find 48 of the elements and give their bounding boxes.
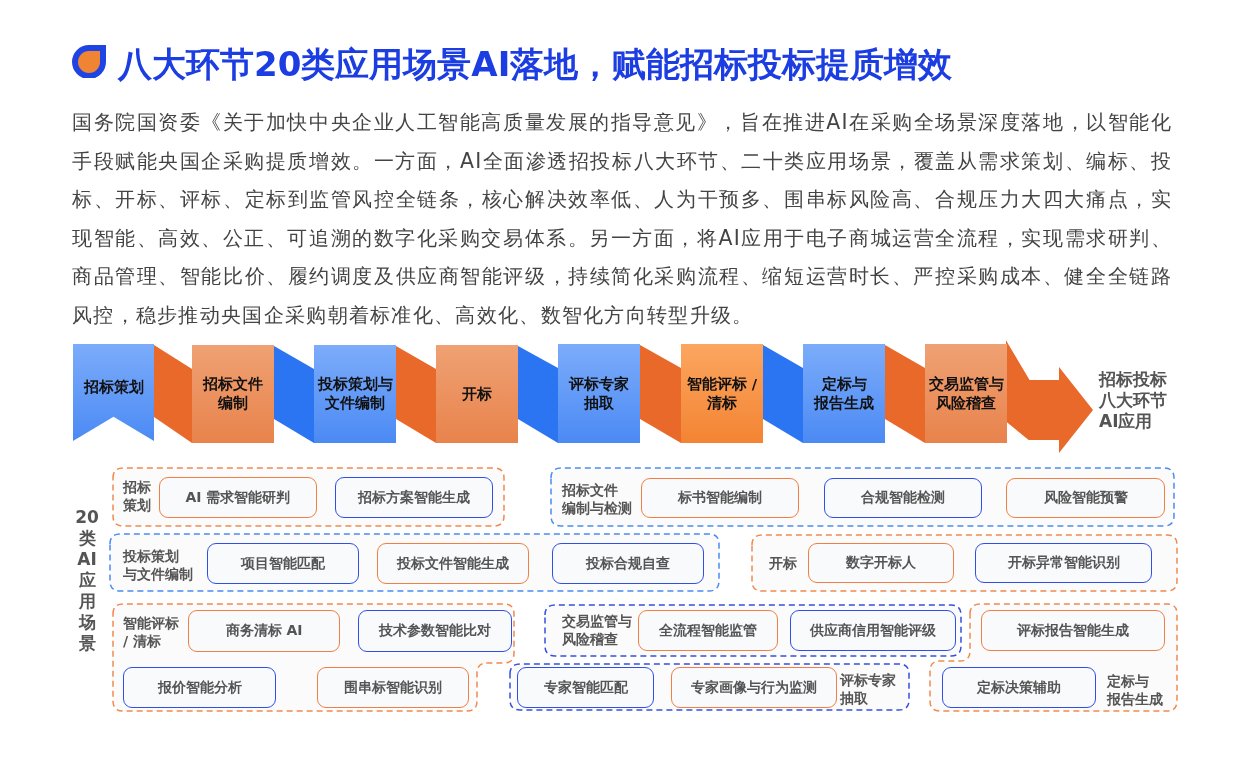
group-heading: 交易监管与风险稽查	[562, 612, 632, 648]
intro-paragraph: 国务院国资委《关于加快中央企业人工智能高质量发展的指导意见》，旨在推进AI在采购全场景深度落地，以智能化手段赋能央国企采购提质增效。一方面，AI全面渗透招投标八大环节、二十类应用场景，覆盖从需求策划、编标、投标、开标、评标、定标到监管风控全链条，核心解决效率低、人为干预多、围串标风险高、合规压力大四大痛点，实现智能、高效、公正、可追溯的数字化采购交易体系。另一方面，将AI应用于电子商城运营全流程，实现需求研判、商品管理、智能比价、履约调度及供应商智能评级，持续简化采购流程、缩短运营时长、严控采购成本、健全全链路风控，稳步推动央国企采购朝着标准化、高效化、数智化方向转型升级。	[72, 109, 1172, 329]
scenario-box: 投标合规自查	[552, 543, 704, 584]
ribbon-fold	[763, 345, 803, 443]
stage-box: 交易监管与风险稽查	[925, 344, 1007, 443]
group-heading: 评标专家抽取	[840, 671, 896, 707]
group-heading: 定标与报告生成	[1107, 672, 1163, 708]
stage-box: 招标文件编制	[192, 345, 274, 443]
stage-box: 智能评标 / 清标	[681, 344, 763, 443]
scenario-box: 商务清标 AI	[188, 610, 340, 652]
scenario-box: 专家画像与行为监测	[671, 667, 837, 708]
ribbon-fold	[885, 345, 925, 443]
banner-box: 招标策划	[73, 344, 154, 441]
stage-box: 开标	[436, 345, 518, 443]
ribbon-fold	[274, 346, 314, 443]
scenario-box: 报价智能分析	[123, 667, 276, 708]
scenario-box: 专家智能匹配	[517, 667, 654, 708]
scenario-box: 定标决策辅助	[942, 667, 1096, 708]
scenario-box: 投标文件智能生成	[377, 543, 529, 584]
scenario-box: 数字开标人	[808, 543, 954, 583]
scenario-box: 风险智能预警	[1006, 478, 1165, 518]
ribbon-fold	[640, 345, 681, 443]
scenario-box: 供应商信用智能评级	[790, 610, 956, 651]
group-heading: 投标策划与文件编制	[123, 547, 193, 583]
scenario-box: AI 需求智能研判	[159, 477, 317, 518]
ribbon-fold	[518, 346, 558, 443]
scenario-box: 技术参数智能比对	[358, 610, 512, 652]
group-heading: 智能评标 / 清标	[123, 614, 179, 650]
group-heading: 招标策划	[123, 478, 151, 514]
stage-box: 投标策划与文件编制	[314, 345, 396, 443]
stage-box: 定标与报告生成	[803, 344, 885, 443]
ribbon-caption: 招标投标八大环节AI应用	[1097, 367, 1168, 433]
scenario-box: 全流程智能监管	[638, 610, 778, 651]
scenario-box: 合规智能检测	[824, 478, 982, 518]
scenario-box: 开标异常智能识别	[975, 543, 1152, 583]
scenario-box: 项目智能匹配	[207, 543, 359, 584]
ribbon-fold	[396, 346, 436, 443]
scenario-box: 招标方案智能生成	[335, 477, 493, 518]
scenario-box: 围串标智能识别	[317, 667, 469, 708]
stage-box: 评标专家抽取	[558, 344, 640, 443]
ribbon-fold	[154, 345, 192, 443]
scenario-box: 标书智能编制	[641, 478, 799, 518]
side-heading: 20类AI应用场景	[74, 507, 100, 654]
block-arrow	[1006, 343, 1093, 453]
scenario-box: 评标报告智能生成	[981, 610, 1165, 651]
group-heading: 开标	[769, 554, 797, 572]
page-title: 八大环节20类应用场景AI落地，赋能招标投标提质增效	[118, 43, 953, 86]
group-heading: 招标文件编制与检测	[562, 481, 632, 517]
